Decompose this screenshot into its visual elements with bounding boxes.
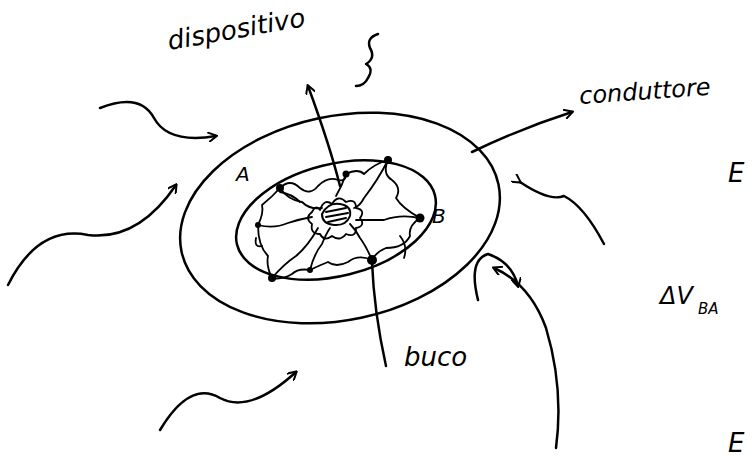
point-label: B xyxy=(432,206,446,226)
cavity-outline xyxy=(223,141,448,299)
potential-symbol: ΔV xyxy=(660,284,693,308)
conductor-outline xyxy=(160,85,519,352)
field-symbol: E xyxy=(728,430,744,456)
conductor-leader xyxy=(472,112,572,152)
cavity-label: buco xyxy=(404,344,467,370)
cavity-leader xyxy=(372,262,386,366)
point-label: A xyxy=(236,164,250,184)
field-symbol: E xyxy=(728,160,744,186)
device-leader xyxy=(308,86,340,186)
subscript-label: BA xyxy=(698,302,719,317)
field-arrows xyxy=(8,102,604,448)
device-label: dispositivo xyxy=(165,4,307,54)
contact-dots xyxy=(255,156,425,282)
conductor-label: conduttore xyxy=(578,75,711,108)
squiggle-brace xyxy=(356,34,378,86)
